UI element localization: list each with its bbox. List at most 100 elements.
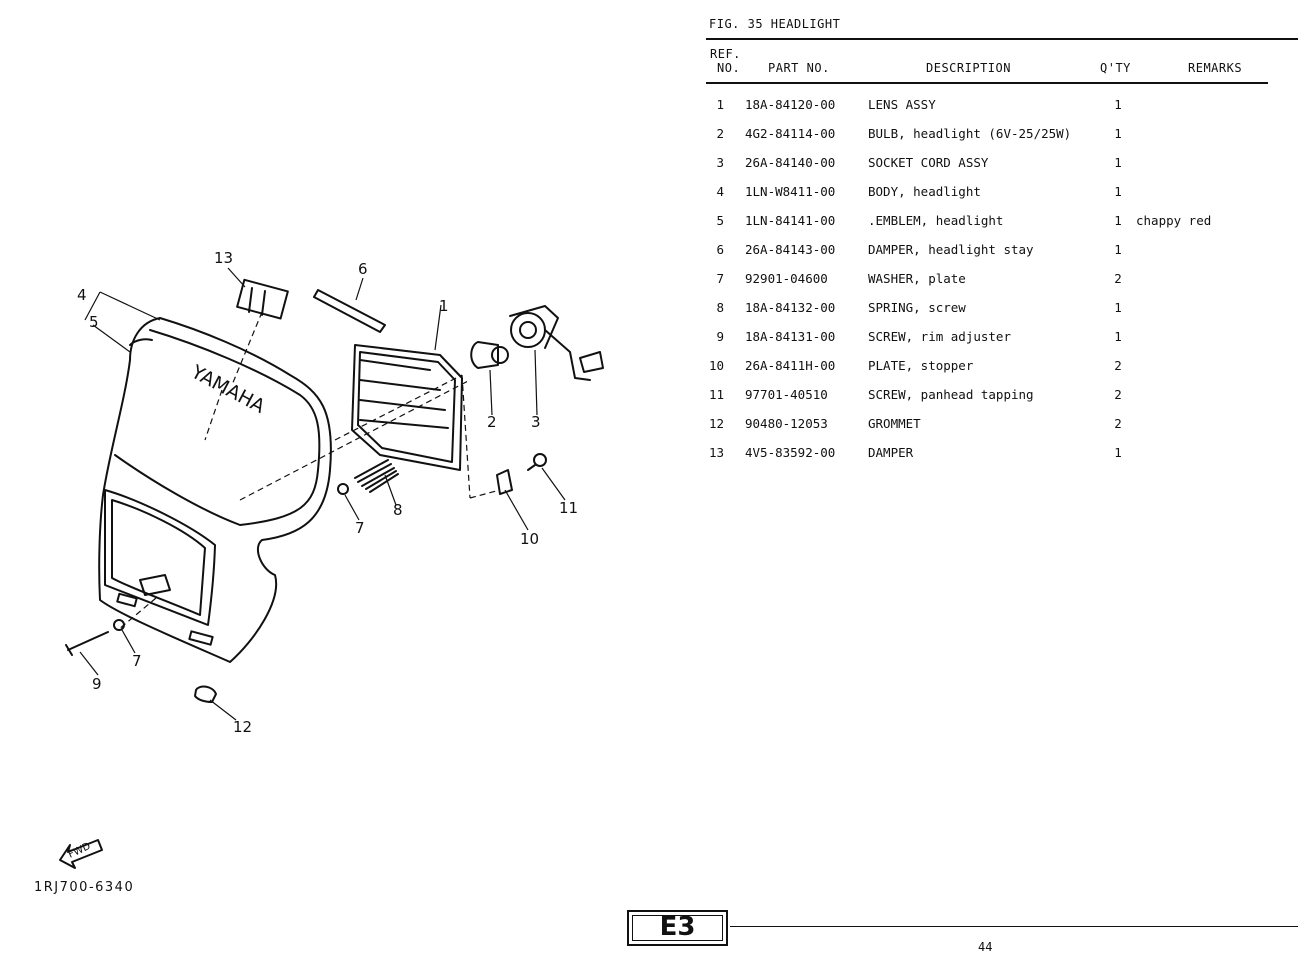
description: BODY, headlight [868,184,981,199]
callout-12: 12 [233,718,253,736]
table-row: 3 26A-84140-00 SOCKET CORD ASSY 1 [700,155,1280,175]
part-no: 26A-84143-00 [745,242,836,257]
description: WASHER, plate [868,271,966,286]
footer-rule [730,926,1298,928]
headlight-body [98,317,332,663]
callout-6: 6 [358,260,368,278]
ref-no: 3 [716,155,724,170]
part-no: 90480-12053 [745,416,828,431]
quantity: 1 [1114,126,1122,141]
document-code: 1RJ700-6340 [34,880,135,895]
table-row: 12 90480-12053 GROMMET 2 [700,416,1280,436]
table-row: 5 1LN-84141-00 .EMBLEM, headlight 1 chap… [700,213,1280,233]
callout-3: 3 [531,413,541,431]
part-no: 92901-04600 [745,271,828,286]
quantity: 1 [1114,300,1122,315]
header-top-rule [706,38,1298,40]
table-row: 4 1LN-W8411-00 BODY, headlight 1 [700,184,1280,204]
quantity: 1 [1114,97,1122,112]
description: GROMMET [868,416,921,431]
callout-7-upper: 7 [355,519,365,537]
ref-no: 12 [708,416,724,431]
ref-no: 4 [716,184,724,199]
description: SCREW, panhead tapping [868,387,1034,402]
part-no: 18A-84131-00 [745,329,836,344]
fwd-label: FWD [67,841,93,861]
headlight-exploded-drawing: YAMAHA FWD [59,267,604,869]
table-row: 8 18A-84132-00 SPRING, screw 1 [700,300,1280,320]
lens-assy [351,344,463,471]
description: SCREW, rim adjuster [868,329,1011,344]
grommet [194,685,217,703]
callout-5: 5 [89,313,99,331]
header-ref-line1: REF. [710,47,741,61]
header-description: DESCRIPTION [926,61,1011,75]
ref-no: 1 [716,97,724,112]
fwd-arrow-shape [59,839,103,869]
part-no: 18A-84120-00 [745,97,836,112]
quantity: 2 [1114,416,1122,431]
part-no: 18A-84132-00 [745,300,836,315]
ref-no: 11 [708,387,724,402]
callout-9: 9 [92,675,102,693]
plate-10 [496,469,513,495]
part-no: 1LN-84141-00 [745,213,836,228]
table-row: 6 26A-84143-00 DAMPER, headlight stay 1 [700,242,1280,262]
ref-no: 8 [716,300,724,315]
description: BULB, headlight (6V-25/25W) [868,126,1072,141]
part-no: 4V5-83592-00 [745,445,836,460]
callout-2: 2 [487,413,497,431]
quantity: 1 [1114,329,1122,344]
section-label: E3 [627,910,728,946]
figure-title: FIG. 35 HEADLIGHT [709,17,841,31]
spring-8 [354,459,399,493]
socket [510,312,546,348]
callout-11: 11 [559,499,579,517]
header-part-no: PART NO. [768,61,830,75]
quantity: 1 [1114,155,1122,170]
table-row: 11 97701-40510 SCREW, panhead tapping 2 [700,387,1280,407]
description: SPRING, screw [868,300,966,315]
header-ref: REF. NO. [710,47,741,75]
quantity: 1 [1114,445,1122,460]
quantity: 2 [1114,271,1122,286]
description: SOCKET CORD ASSY [868,155,989,170]
header-ref-line2: NO. [717,61,741,75]
header-qty: Q'TY [1100,61,1131,75]
quantity: 1 [1114,242,1122,257]
part-no: 26A-84140-00 [745,155,836,170]
table-row: 10 26A-8411H-00 PLATE, stopper 2 [700,358,1280,378]
quantity: 1 [1114,213,1122,228]
table-row: 13 4V5-83592-00 DAMPER 1 [700,445,1280,465]
description: DAMPER, headlight stay [868,242,1034,257]
brand-text: YAMAHA [187,361,269,418]
ref-no: 2 [716,126,724,141]
header-remarks: REMARKS [1188,61,1243,75]
description: DAMPER [868,445,914,460]
ref-no: 6 [716,242,724,257]
table-row: 2 4G2-84114-00 BULB, headlight (6V-25/25… [700,126,1280,146]
description: PLATE, stopper [868,358,974,373]
page-number: 44 [978,940,993,954]
remarks: chappy red [1136,213,1212,228]
description: .EMBLEM, headlight [868,213,1004,228]
quantity: 2 [1114,387,1122,402]
callout-10: 10 [520,530,540,548]
ref-no: 5 [716,213,724,228]
callout-7-lower: 7 [132,652,142,670]
screw-9 [65,631,109,656]
ref-no: 13 [708,445,724,460]
quantity: 1 [1114,184,1122,199]
damper-13 [236,278,289,320]
table-row: 1 18A-84120-00 LENS ASSY 1 [700,97,1280,117]
part-no: 97701-40510 [745,387,828,402]
part-no: 1LN-W8411-00 [745,184,836,199]
part-no: 4G2-84114-00 [745,126,836,141]
callout-1: 1 [439,297,449,315]
table-row: 7 92901-04600 WASHER, plate 2 [700,271,1280,291]
callout-8: 8 [393,501,403,519]
ref-no: 10 [708,358,724,373]
bulb [470,341,499,369]
part-no: 26A-8411H-00 [745,358,836,373]
quantity: 2 [1114,358,1122,373]
